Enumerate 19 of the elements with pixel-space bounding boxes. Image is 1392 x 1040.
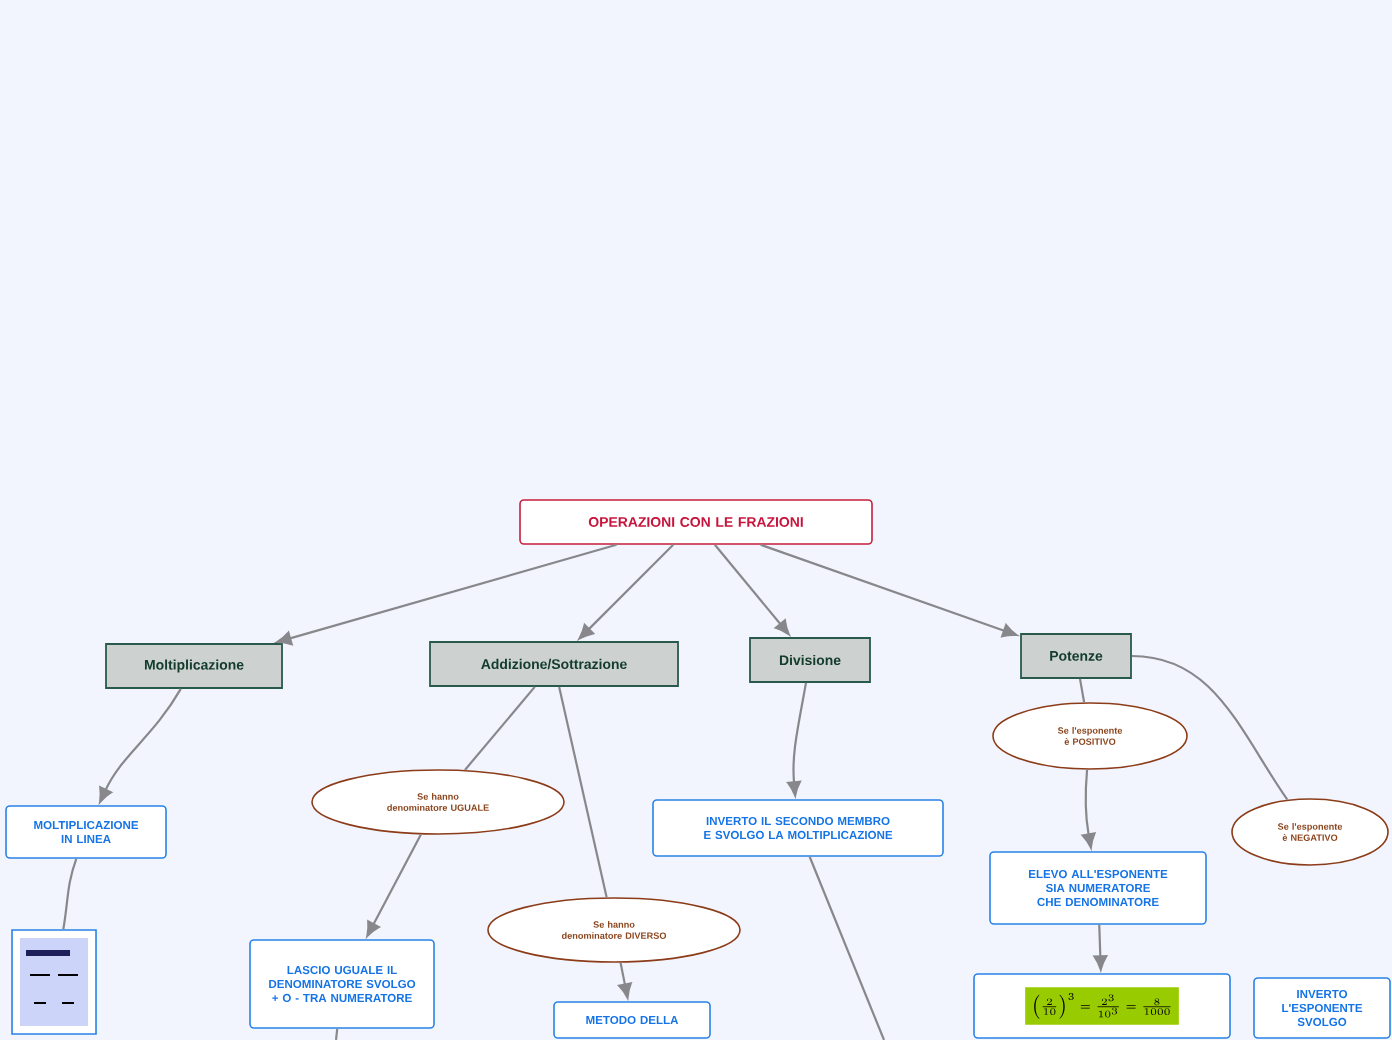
picture [11, 929, 97, 1035]
connector [334, 1028, 339, 1040]
connector [714, 544, 790, 636]
connector [99, 688, 182, 803]
connector [787, 682, 808, 797]
formula-box: $\left(\frac{2}{10}\right)^3=\frac{2^3}{10^3}=\frac{8}{1000}$ [973, 973, 1231, 1039]
connector [1093, 924, 1108, 971]
connector [808, 856, 886, 1040]
connector [558, 686, 608, 898]
connector [1081, 769, 1096, 849]
connector [62, 858, 78, 930]
connector [366, 833, 422, 937]
connector [1078, 678, 1086, 703]
connector [276, 543, 617, 646]
connector [464, 686, 536, 771]
connector [760, 543, 1018, 638]
connector [618, 962, 632, 999]
connector [1131, 654, 1289, 801]
connector [578, 544, 674, 640]
